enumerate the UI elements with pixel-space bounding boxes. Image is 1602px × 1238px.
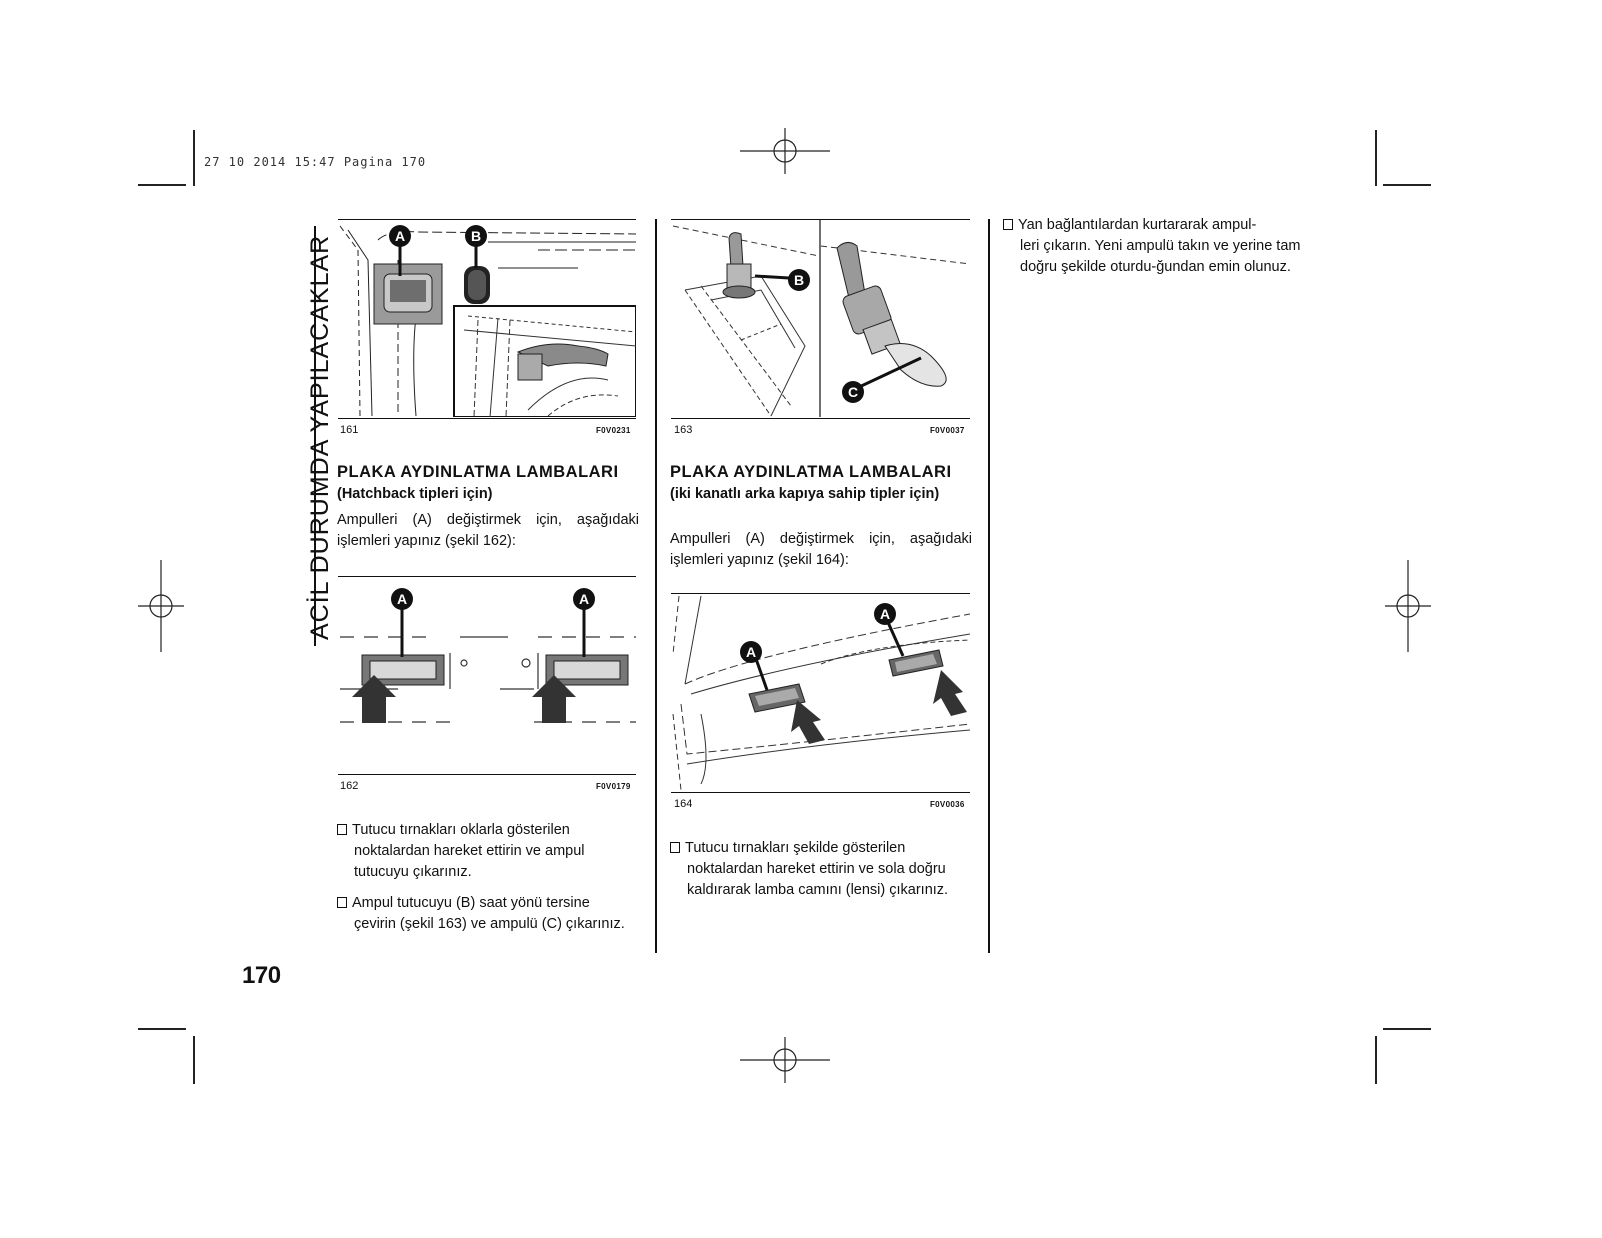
registration-mark-left [138,560,184,652]
page-number: 170 [242,962,281,989]
figure-162-drawing: A A [340,588,636,723]
figure-162-number: 162 [340,780,359,792]
figure-164-number: 164 [674,798,693,810]
col1-bullet-2: Ampul tutucuyu (B) saat yönü tersine çev… [337,893,637,935]
print-stamp: 27 10 2014 15:47 Pagina 170 [204,155,427,169]
col1-heading: PLAKA AYDINLATMA LAMBALARI [337,463,619,481]
figure-163-code: F0V0037 [930,426,965,435]
figure-164-code: F0V0036 [930,800,965,809]
col2-subheading: (iki kanatlı arka kapıya sahip tipler iç… [670,486,940,502]
registration-mark-bottom [740,1037,830,1083]
col1-subheading: (Hatchback tipleri için) [337,486,493,502]
checkbox-bullet-icon [337,897,347,908]
col2-intro: Ampulleri (A) değiştirmek için, aşağıdak… [670,531,972,568]
side-title-rule [314,226,316,646]
figure-162-label-a-left: A [397,591,407,607]
figure-162-label-a-right: A [579,591,589,607]
column-rule-1 [655,219,657,953]
registration-mark-right [1385,560,1431,652]
figure-162-code: F0V0179 [596,782,631,791]
registration-mark-top [740,128,830,174]
figure-162: A A [338,576,636,775]
checkbox-bullet-icon [337,824,347,835]
section-title: ACİL DURUMDA YAPILACAKLAR [306,234,334,640]
figure-164-drawing: A A [672,595,970,791]
figure-161: A B [338,219,636,419]
col1-intro: Ampulleri (A) değiştirmek için, aşağıdak… [337,512,639,549]
figure-164-label-a-left: A [746,644,756,660]
figure-163-number: 163 [674,424,693,436]
col3-bullet-1: Yan bağlantılardan kurtararak ampul- ler… [1003,215,1303,278]
figure-161-label-a: A [395,228,405,244]
column-rule-2 [988,219,990,953]
figure-163: B C [671,219,970,419]
figure-161-code: F0V0231 [596,426,631,435]
figure-161-number: 161 [340,424,359,436]
figure-164: A A [671,593,970,793]
col2-bullet-1: Tutucu tırnakları şekilde gösterilen nok… [670,838,970,901]
col1-bullet-1: Tutucu tırnakları oklarla gösterilen nok… [337,820,637,883]
figure-161-label-b: B [471,228,481,244]
figure-164-label-a-right: A [880,606,890,622]
col2-heading: PLAKA AYDINLATMA LAMBALARI [670,463,952,481]
checkbox-bullet-icon [670,842,680,853]
figure-161-drawing: A B [339,225,636,417]
figure-163-label-b: B [794,272,804,288]
figure-163-label-c: C [848,384,858,400]
figure-163-drawing: B C [672,220,970,417]
checkbox-bullet-icon [1003,219,1013,230]
